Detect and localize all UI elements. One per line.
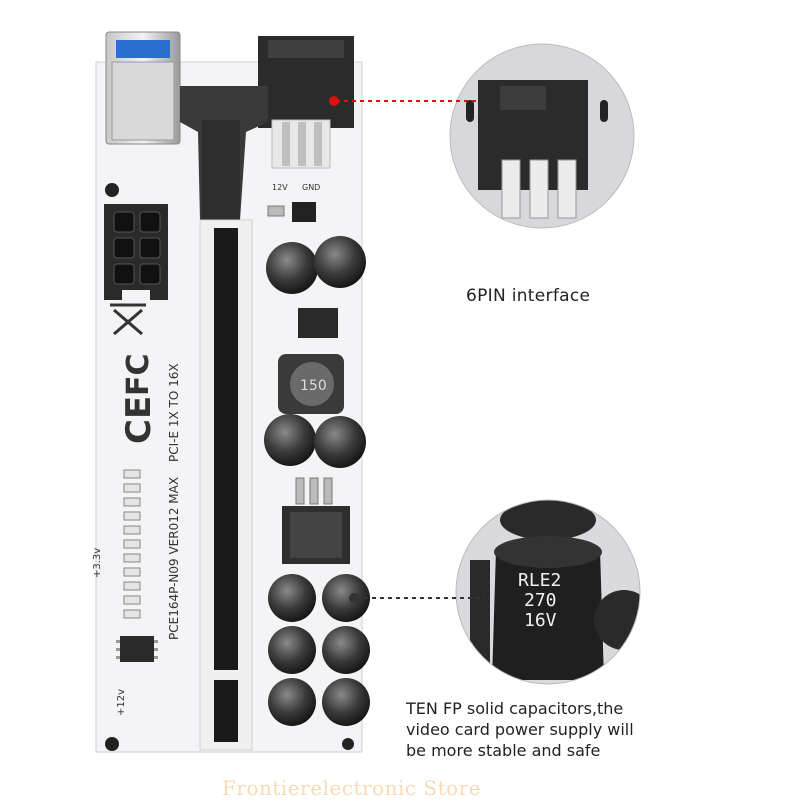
capacitor-annotation-line: be more stable and safe xyxy=(406,741,601,760)
svg-text:150: 150 xyxy=(300,378,327,394)
capacitor-group-middle xyxy=(264,414,366,468)
diode xyxy=(292,202,316,222)
connector-label: GND xyxy=(302,183,320,192)
pcie-x16-slot xyxy=(199,219,253,751)
capacitor-annotation: TEN FP solid capacitors,the video card p… xyxy=(406,698,696,761)
zoom-inset-six-pin xyxy=(449,43,635,229)
inductor: 150 xyxy=(278,354,344,414)
certification-marks: FC CE xyxy=(110,303,159,444)
pcie-power-connector xyxy=(104,204,168,300)
mount-hole xyxy=(105,183,119,197)
capacitor-code-line: 270 xyxy=(524,590,557,611)
led-indicator-column xyxy=(123,469,141,619)
callout-dot xyxy=(329,96,339,106)
capacitor-annotation-line: video card power supply will xyxy=(406,720,634,739)
usb-port xyxy=(105,31,181,145)
six-pin-annotation: 6PIN interface xyxy=(466,286,591,306)
slot-latch xyxy=(180,86,268,230)
svg-text:CE: CE xyxy=(119,396,159,444)
rail-label-3v3: +3.3v xyxy=(92,548,103,578)
store-watermark: Frontierelectronic Store xyxy=(222,776,482,800)
mount-hole xyxy=(342,738,354,750)
callout-dot xyxy=(349,593,359,603)
ic-u1 xyxy=(282,506,350,564)
mount-hole xyxy=(105,737,119,751)
bus-silkscreen: PCI-E 1X TO 16X xyxy=(167,363,181,462)
capacitor-group-bottom xyxy=(268,574,370,726)
fuse xyxy=(267,205,285,217)
transistors xyxy=(295,477,333,505)
connector-label: 12V xyxy=(272,183,288,192)
six-pin-header: 12V GND xyxy=(258,36,354,192)
rail-label: +12v xyxy=(116,689,127,716)
capacitor-code-line: 16V xyxy=(524,610,557,631)
small-ic-chip xyxy=(116,636,158,662)
capacitor-annotation-line: TEN FP solid capacitors,the xyxy=(406,699,624,718)
capacitor-code-line: RLE2 xyxy=(518,570,561,591)
model-silkscreen: PCE164P-N09 VER012 MAX xyxy=(167,477,181,640)
svg-text:FC: FC xyxy=(121,353,156,396)
capacitor-group-top xyxy=(266,236,366,294)
zoom-inset-capacitor: RLE2 270 16V xyxy=(455,499,641,685)
ic-u2 xyxy=(298,308,338,338)
